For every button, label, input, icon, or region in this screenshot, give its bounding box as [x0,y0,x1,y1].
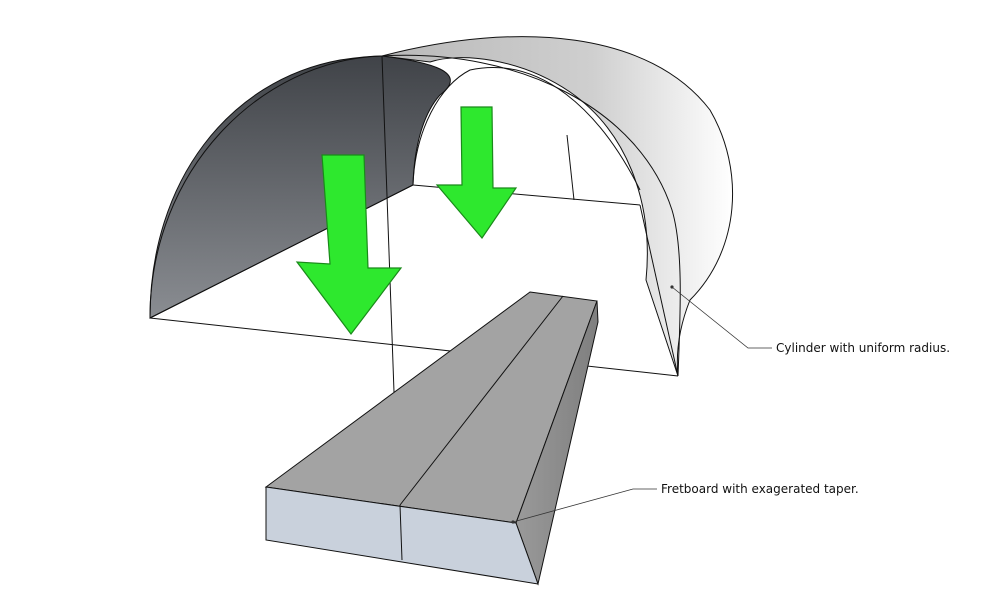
axis-vertical-right [566,134,575,201]
cylinder-inner-arc [412,67,641,191]
leader-fretboard [512,488,657,523]
leader-cylinder [671,286,772,349]
fretboard-centerline [399,295,564,506]
label-fretboard: Fretboard with exagerated taper. [661,482,859,496]
leader-cylinder-dot [670,285,674,289]
cylinder-inner-surface [149,55,451,319]
label-cylinder: Cylinder with uniform radius. [776,341,950,355]
leader-fretboard-dot [511,520,515,524]
cylinder-front-arc [149,54,681,377]
floor-edge-right [639,204,679,377]
fretboard-end [265,486,539,585]
floor-edge-left [149,184,414,319]
floor-edge-front [149,317,679,377]
fretboard-end-split [399,504,403,561]
arrow-back [435,106,518,239]
arrow-front [295,154,403,335]
cylinder-outer-surface [381,36,733,377]
